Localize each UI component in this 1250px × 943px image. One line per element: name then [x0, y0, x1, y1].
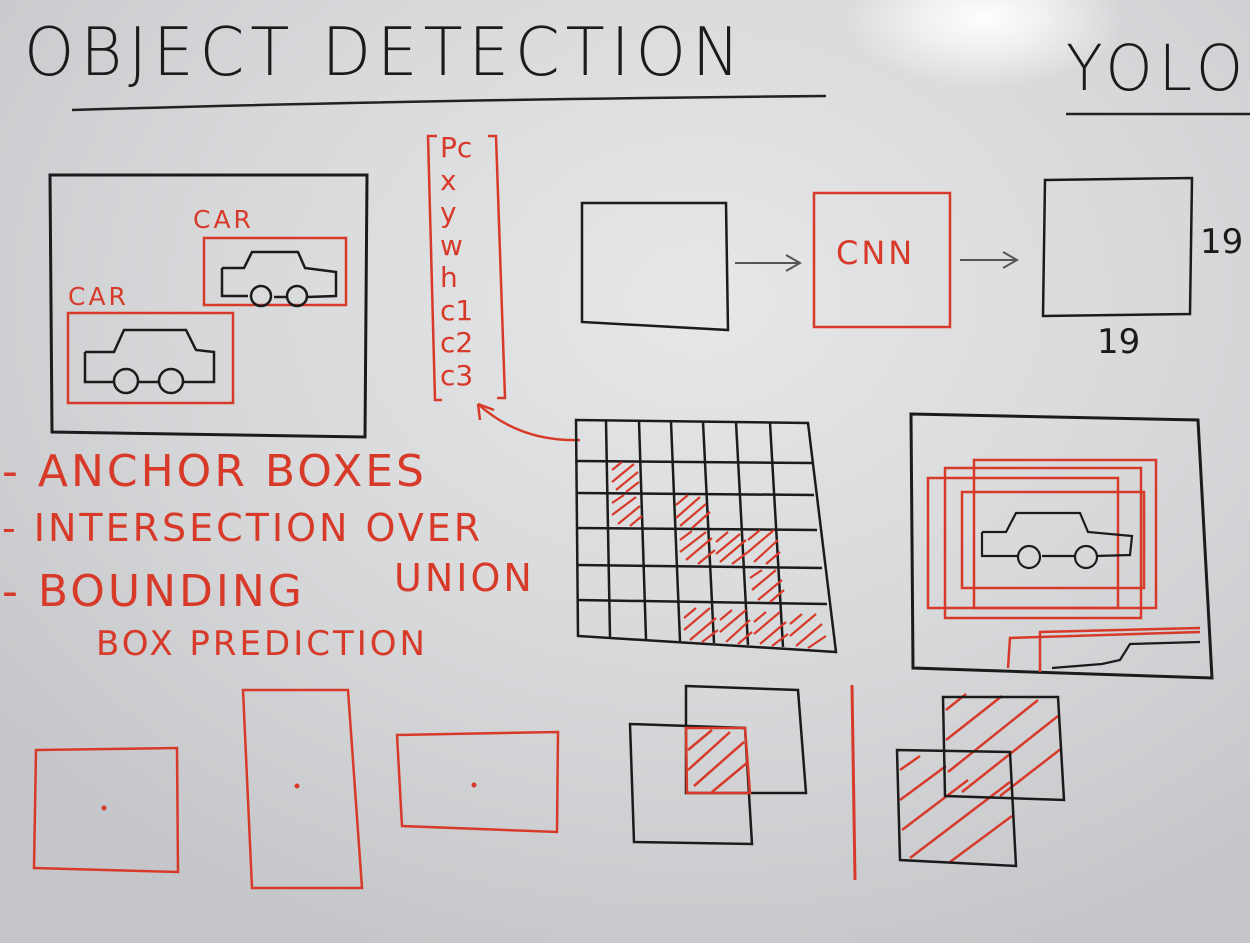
- topic-iou-line2: UNION: [394, 556, 535, 600]
- output-grid-box: [1041, 176, 1194, 318]
- car-top-drawing: [220, 250, 338, 308]
- vector-item-x: x: [440, 163, 457, 197]
- output-vector: Pc x y w h c1 c2 c3: [440, 131, 500, 392]
- vector-item-c1: c1: [440, 293, 474, 327]
- output-vector-brackets: [426, 134, 507, 402]
- cnn-label: CNN: [836, 234, 916, 272]
- grid-to-vector-arrow: [476, 402, 581, 442]
- intersection-diagram: [628, 684, 808, 846]
- vector-item-c3: c3: [440, 358, 474, 392]
- topic-bbox-line1: - BOUNDING: [2, 566, 305, 617]
- arrow-to-cnn: [735, 254, 803, 272]
- arrow-from-cnn: [960, 251, 1020, 269]
- car-bounding-box-bottom: [66, 311, 235, 405]
- topic-anchor-boxes: - ANCHOR BOXES: [2, 446, 427, 497]
- topic-bbox-line2: BOX PREDICTION: [96, 624, 428, 664]
- grid-width-label: 19: [1097, 322, 1141, 362]
- car-bottom-drawing: [83, 328, 216, 395]
- grid-height-label: 19: [1200, 222, 1244, 262]
- car-label-top: CAR: [193, 205, 254, 234]
- predicted-car-drawing: [980, 511, 1201, 670]
- vector-item-c2: c2: [440, 326, 474, 359]
- vector-item-pc: Pc: [440, 131, 473, 164]
- topic-iou-line1: - INTERSECTION OVER: [2, 506, 484, 550]
- anchor-box-shapes: [32, 688, 560, 890]
- anchor-box-wide: [395, 730, 560, 834]
- anchor-box-centers: [101, 782, 477, 811]
- vector-item-y: y: [440, 196, 457, 229]
- yolo-grid: [574, 418, 838, 654]
- union-diagram: [895, 693, 1066, 868]
- page-title: OBJECT DETECTION: [24, 14, 746, 92]
- vector-item-w: w: [440, 228, 463, 262]
- anchor-box-square: [32, 746, 180, 874]
- title-underline: [71, 94, 827, 112]
- pipeline-input-box: [580, 201, 730, 332]
- car-label-bottom: CAR: [68, 282, 129, 311]
- anchor-box-tall: [241, 688, 364, 890]
- vector-item-h: h: [440, 261, 458, 294]
- car-bounding-box-top: [202, 236, 348, 307]
- divider-line: [850, 684, 857, 881]
- algorithm-name: YOLO: [1066, 32, 1250, 106]
- bounding-box-prediction: [909, 412, 1214, 680]
- grid-object-cells: [611, 461, 827, 649]
- input-image-with-cars: [48, 173, 369, 439]
- cnn-box: [812, 191, 952, 329]
